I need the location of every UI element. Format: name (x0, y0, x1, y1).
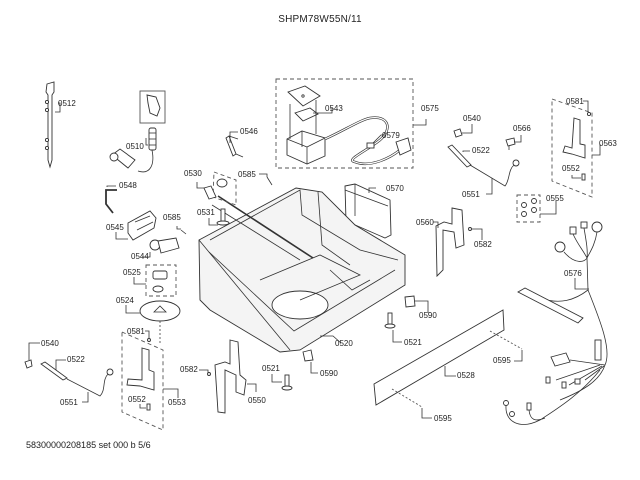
label-0582a[interactable]: 0582 (474, 240, 492, 249)
part-0582-screw-b[interactable] (199, 369, 211, 376)
part-0552-pin-b[interactable] (139, 403, 151, 411)
label-0521b[interactable]: 0521 (404, 338, 422, 347)
part-0522-spring-guide[interactable] (447, 144, 472, 168)
label-0544[interactable]: 0544 (131, 252, 149, 261)
label-0524[interactable]: 0524 (116, 296, 134, 305)
part-0595-screw-a[interactable] (489, 330, 523, 362)
part-0525-valve-set[interactable] (133, 270, 168, 293)
part-0575-power-box[interactable] (286, 100, 427, 165)
part-0579-power-cord[interactable] (324, 116, 412, 166)
assembly-0563-outline (551, 98, 593, 198)
label-0528[interactable]: 0528 (457, 371, 475, 380)
label-0576[interactable]: 0576 (564, 269, 582, 278)
label-0510[interactable]: 0510 (126, 142, 144, 151)
label-0552a[interactable]: 0552 (562, 164, 580, 173)
label-0522a[interactable]: 0522 (472, 146, 490, 155)
label-0575[interactable]: 0575 (421, 104, 439, 113)
label-0543[interactable]: 0543 (325, 104, 343, 113)
part-0521-screw-a[interactable] (271, 374, 293, 391)
part-0590-clip-b[interactable] (302, 349, 318, 374)
label-0590b[interactable]: 0590 (320, 369, 338, 378)
part-0540-holder-b[interactable] (24, 342, 40, 369)
label-0531[interactable]: 0531 (197, 208, 215, 217)
label-0590a[interactable]: 0590 (419, 311, 437, 320)
label-0563[interactable]: 0563 (599, 139, 617, 148)
label-0555[interactable]: 0555 (546, 194, 564, 203)
assembly-0530-outline (212, 171, 237, 206)
part-0524-cover-plate[interactable] (125, 300, 181, 345)
label-0566[interactable]: 0566 (513, 124, 531, 133)
label-0581a[interactable]: 0581 (566, 97, 584, 106)
assembly-0553-outline (121, 331, 164, 431)
label-0585b[interactable]: 0585 (163, 213, 181, 222)
part-0543-terminal-block[interactable] (287, 85, 333, 122)
label-0585a[interactable]: 0585 (238, 170, 256, 179)
part-0585-screw-a[interactable] (259, 173, 273, 186)
label-0570[interactable]: 0570 (386, 184, 404, 193)
label-0540a[interactable]: 0540 (463, 114, 481, 123)
part-0581-screw-b[interactable] (145, 330, 151, 342)
part-0555-clamp-set[interactable] (521, 198, 557, 217)
part-0528-kick-plate[interactable] (373, 309, 505, 406)
label-0546[interactable]: 0546 (240, 127, 258, 136)
part-0595-screw-b[interactable] (391, 388, 432, 419)
part-0521-screw-b[interactable] (384, 312, 402, 343)
part-0510-hose-fitting[interactable] (109, 90, 166, 173)
part-0522-spring-guide-b[interactable] (40, 359, 68, 381)
label-0512[interactable]: 0512 (58, 99, 76, 108)
part-0550-side-bracket[interactable] (214, 339, 257, 414)
part-0582-screw[interactable] (468, 227, 483, 241)
part-0530-float-switch[interactable] (196, 178, 228, 200)
label-0552b[interactable]: 0552 (128, 395, 146, 404)
assembly-0555-outline (516, 194, 541, 223)
label-0525[interactable]: 0525 (123, 268, 141, 277)
label-0553[interactable]: 0553 (168, 398, 186, 407)
label-0582b[interactable]: 0582 (180, 365, 198, 374)
part-0585-screw-b[interactable] (176, 226, 187, 235)
assembly-0525-outline (145, 264, 177, 297)
label-0550[interactable]: 0550 (248, 396, 266, 405)
label-0551a[interactable]: 0551 (462, 190, 480, 199)
part-0552-pin[interactable] (571, 173, 586, 181)
part-0581-screw[interactable] (583, 100, 592, 117)
model-title: SHPM78W55N/11 (278, 14, 362, 25)
label-0560[interactable]: 0560 (416, 218, 434, 227)
label-0595a[interactable]: 0595 (493, 356, 511, 365)
part-0544-drain-pump[interactable] (142, 237, 180, 258)
part-0546-clip-bracket[interactable] (225, 131, 244, 158)
label-0540b[interactable]: 0540 (41, 339, 59, 348)
part-0531-screw[interactable] (208, 208, 230, 226)
label-0579[interactable]: 0579 (382, 131, 400, 140)
assembly-0575-outline (275, 78, 414, 169)
part-0576-wiring-harness[interactable] (503, 221, 608, 425)
part-0551-cable-pulley[interactable] (469, 159, 520, 195)
part-0566-cable-clip[interactable] (505, 135, 522, 150)
label-0551b[interactable]: 0551 (60, 398, 78, 407)
label-0545[interactable]: 0545 (106, 223, 124, 232)
part-0563-hinge-assembly[interactable] (562, 117, 601, 159)
part-0560-side-bracket[interactable] (433, 207, 465, 278)
document-reference: 58300000208185 set 000 b 5/6 (26, 440, 151, 450)
part-0520-base-tub[interactable] (198, 187, 406, 353)
label-0595b[interactable]: 0595 (434, 414, 452, 423)
part-0545-holder[interactable] (115, 210, 157, 241)
label-0548[interactable]: 0548 (119, 181, 137, 190)
label-0581b[interactable]: 0581 (127, 327, 145, 336)
label-0522b[interactable]: 0522 (67, 355, 85, 364)
part-0540-holder[interactable] (453, 124, 473, 138)
part-0512-hinge-rod[interactable] (44, 81, 61, 169)
label-0520[interactable]: 0520 (335, 339, 353, 348)
part-0553-hinge-assembly[interactable] (126, 347, 179, 398)
part-0590-clip-a[interactable] (404, 295, 429, 313)
part-0570-control-module[interactable] (344, 183, 392, 239)
part-0548-u-bracket[interactable] (105, 185, 117, 214)
label-0521a[interactable]: 0521 (262, 364, 280, 373)
part-0551-cable-pulley-b[interactable] (66, 368, 114, 403)
label-0530[interactable]: 0530 (184, 169, 202, 178)
